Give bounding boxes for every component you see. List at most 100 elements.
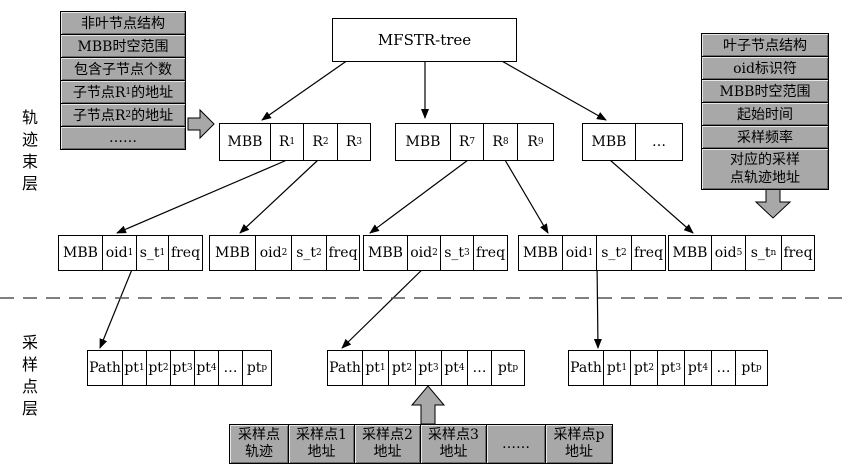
sampling-structure-box: 采样点 轨迹 采样点1 地址 采样点2 地址 采样点3 地址 …… 采样点p 地…: [229, 424, 613, 464]
path-cell: Path: [87, 350, 123, 386]
non-leaf-field: 包含子节点个数: [60, 57, 186, 81]
leaf-cell: freq: [168, 235, 203, 271]
leaf-field: 起始时间: [701, 102, 829, 126]
arrow-root-to-node3: [499, 59, 607, 121]
sampling-field: 采样点p 地址: [545, 424, 613, 464]
sampling-field: 采样点1 地址: [288, 424, 355, 464]
leaf-cell: freq: [326, 235, 360, 271]
node-cell: MBB: [582, 123, 636, 161]
arrow-r8-to-leaf4: [504, 159, 549, 234]
path-cell: …: [711, 350, 736, 386]
arrow-r2-to-leaf2: [239, 159, 319, 234]
path-cell: …: [467, 350, 492, 386]
sampling-field: 采样点 轨迹: [229, 424, 289, 464]
leaf-field: 对应的采样 点轨迹地址: [701, 148, 829, 190]
node-cell: …: [635, 123, 683, 161]
block-arrow-up: [410, 385, 446, 425]
sampling-layer-label: 采样点层: [21, 333, 38, 418]
sampling-field: 采样点3 地址: [420, 424, 487, 464]
leaf-structure-box: 叶子节点结构 oid标识符 MBB时空范围 起始时间 采样频率 对应的采样 点轨…: [701, 33, 829, 190]
node-cell: MBB: [395, 123, 451, 161]
sampling-field: ……: [486, 424, 546, 464]
leaf-cell: MBB: [518, 235, 563, 271]
block-arrow-right: [187, 108, 215, 140]
path-cell: Path: [568, 350, 604, 386]
block-arrow-down: [754, 188, 792, 219]
arrow-leaf4-to-path3: [593, 261, 602, 349]
leaf-cell: MBB: [668, 235, 712, 271]
leaf-field: oid标识符: [701, 56, 829, 80]
node-cell: MBB: [219, 123, 271, 161]
leaf-cell: MBB: [58, 235, 103, 271]
leaf-title: 叶子节点结构: [701, 33, 829, 57]
leaf-cell: MBB: [209, 235, 256, 271]
arrow-leaf3-to-path2: [341, 261, 431, 349]
leaf-cell: MBB: [363, 235, 408, 271]
leaf-field: 采样频率: [701, 125, 829, 149]
root-node: MFSTR-tree: [332, 18, 517, 62]
path-cell: Path: [327, 350, 363, 386]
non-leaf-title: 非叶节点结构: [60, 11, 186, 35]
sampling-field: 采样点2 地址: [354, 424, 421, 464]
non-leaf-field: ……: [60, 126, 186, 150]
leaf-cell: freq: [473, 235, 508, 271]
arrow-r1-to-leaf1: [116, 159, 288, 234]
path-cell: …: [218, 350, 243, 386]
leaf-cell: freq: [781, 235, 815, 271]
arrow-node3-to-leaf5: [609, 159, 694, 234]
arrow-leaf1-to-path1: [99, 261, 136, 349]
leaf-cell: freq: [631, 235, 666, 271]
leaf-field: MBB时空范围: [701, 79, 829, 103]
non-leaf-field: MBB时空范围: [60, 34, 186, 58]
arrow-r7-to-leaf3: [369, 159, 469, 234]
arrow-root-to-node1: [261, 59, 349, 121]
internal-node-3: MBB …: [582, 123, 683, 161]
trajectory-layer-label: 轨迹束层: [21, 108, 38, 193]
